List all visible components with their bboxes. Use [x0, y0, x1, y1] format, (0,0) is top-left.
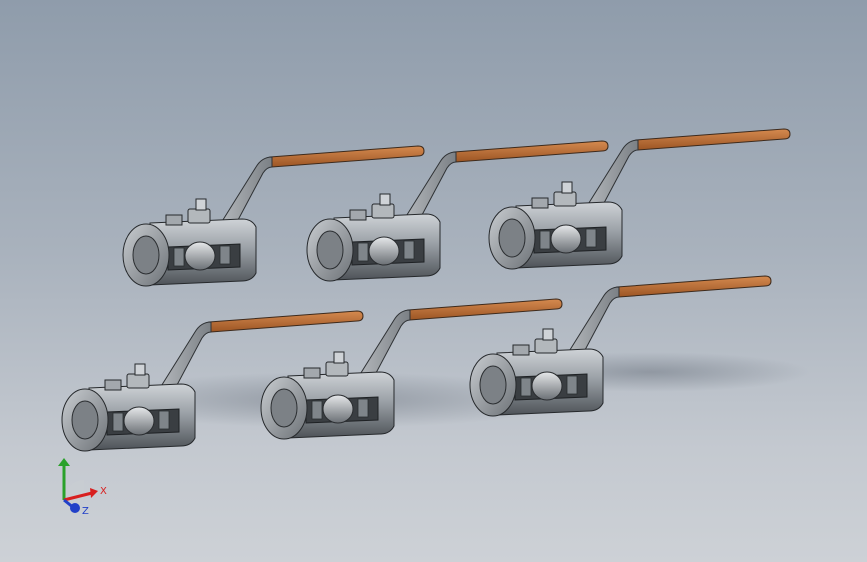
y-arrow-head-icon [58, 458, 70, 466]
reference-triad: X Z [58, 458, 107, 516]
x-arrow-head-icon [90, 488, 98, 498]
x-axis-arrow [63, 491, 93, 502]
x-axis-label: X [100, 486, 107, 497]
z-arrow-head-icon [70, 503, 80, 513]
z-axis-label: Z [82, 506, 89, 516]
